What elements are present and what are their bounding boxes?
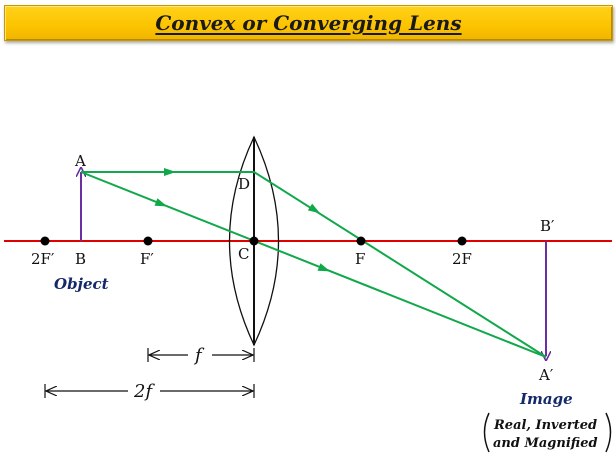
image-property-line-1: Real, Inverted <box>493 418 597 433</box>
ray-arrowhead <box>317 263 331 272</box>
label-2f-prime: 2F′ <box>31 250 55 268</box>
label-a-prime: A′ <box>538 366 554 384</box>
label-2f: 2F <box>452 250 472 268</box>
ray-parallel <box>81 171 547 358</box>
label-d: D <box>238 175 250 193</box>
label-c: C <box>238 245 249 263</box>
ray-arrowhead <box>164 168 176 176</box>
right-paren <box>605 412 612 453</box>
title-banner: Convex or Converging Lens <box>4 5 613 41</box>
image-caption: Image <box>519 390 573 408</box>
label-f-prime: F′ <box>140 250 154 268</box>
label-b-prime: B′ <box>540 217 555 235</box>
page-title: Convex or Converging Lens <box>155 11 462 35</box>
dim-f-label: f <box>193 345 205 366</box>
label-a: A <box>74 152 86 170</box>
point-f-prime <box>143 236 153 246</box>
point-2f <box>457 236 467 246</box>
ray-arrowhead <box>154 198 168 207</box>
left-paren <box>483 412 490 453</box>
point-f <box>356 236 366 246</box>
ray-arrowhead <box>307 203 321 214</box>
point-2f-prime <box>40 236 50 246</box>
label-f: F <box>355 250 365 268</box>
point-c <box>249 236 259 246</box>
object-caption: Object <box>54 275 109 293</box>
dim-2f-label: 2f <box>133 381 155 402</box>
label-b: B <box>75 250 86 268</box>
image-property-line-2: and Magnified <box>493 436 598 451</box>
